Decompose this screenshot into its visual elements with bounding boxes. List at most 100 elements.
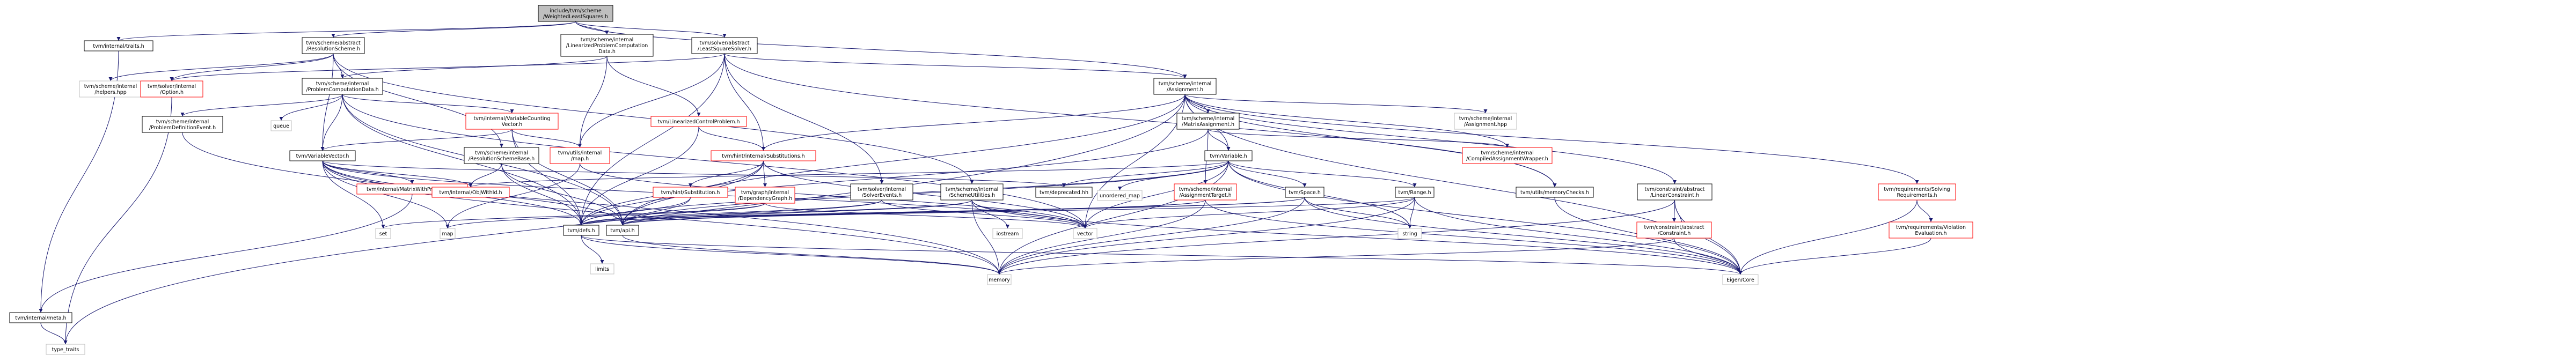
graph-node-label: tvm/Range.h	[1399, 190, 1431, 196]
graph-edge-lsq_solver-to-hint_subs	[724, 53, 765, 151]
graph-node-varvec[interactable]: tvm/VariableVector.h	[289, 150, 356, 161]
graph-edge-abs_res-to-varvec	[320, 53, 334, 151]
graph-edge-pcd-to-queue	[279, 94, 343, 121]
graph-edge-constraint-to-eigen	[1674, 238, 1743, 275]
graph-node-box	[735, 187, 795, 204]
graph-node-label: /ResolutionScheme.h	[306, 46, 360, 52]
graph-node-box	[590, 263, 614, 275]
graph-node-solverevents[interactable]: tvm/solver/internal/SolverEvents.h	[850, 183, 913, 201]
graph-edge-hint_subs-to-depgraph	[763, 160, 767, 188]
graph-edge-variable-to-memory	[997, 160, 1229, 275]
graph-node-set: set	[375, 228, 391, 239]
graph-edge-pcd-to-varvec	[320, 94, 343, 151]
graph-edge-root-to-abs_res	[331, 21, 576, 38]
graph-node-memchecks[interactable]: tvm/utils/memoryChecks.h	[1516, 187, 1594, 198]
graph-node-label: Data.h	[598, 49, 616, 55]
graph-node-abs_res[interactable]: tvm/scheme/abstract/ResolutionScheme.h	[302, 37, 365, 54]
graph-node-assigntarget[interactable]: tvm/scheme/internal/AssignmentTarget.h	[1174, 183, 1237, 201]
graph-edge-root-to-lsq_solver	[575, 21, 727, 38]
graph-edge-matassign-to-defs	[579, 129, 1209, 226]
graph-edge-defs-to-limits	[581, 235, 604, 264]
graph-node-root[interactable]: include/tvm/scheme/WeightedLeastSquares.…	[538, 5, 613, 22]
graph-node-queue: queue	[270, 120, 292, 131]
graph-edge-pcd-to-pde	[180, 94, 343, 117]
graph-node-box	[465, 113, 559, 130]
graph-node-box	[550, 147, 610, 164]
graph-edge-varcount-to-api	[511, 129, 625, 226]
graph-node-pde[interactable]: tvm/scheme/internal/ProblemDefinitionEve…	[142, 116, 223, 133]
graph-node-iostream: iostream	[992, 228, 1023, 239]
graph-node-assignment[interactable]: tvm/scheme/internal/Assignment.h	[1153, 78, 1217, 95]
graph-node-box	[46, 344, 85, 355]
graph-node-box	[850, 183, 913, 201]
graph-node-label: /Assignment.hpp	[1464, 122, 1507, 128]
graph-node-deprecated[interactable]: tvm/deprecated.hh	[1035, 187, 1093, 198]
graph-node-depgraph[interactable]: tvm/graph/internal/DependencyGraph.h	[735, 187, 795, 204]
graph-node-constraint[interactable]: tvm/constraint/abstract/Constraint.h	[1636, 221, 1712, 239]
graph-edge-assigntarget-to-eigen	[1205, 199, 1743, 275]
graph-node-box	[440, 228, 456, 239]
graph-node-hint_subs[interactable]: tvm/hint/internal/Substitutions.h	[711, 150, 816, 161]
graph-node-label: tvm/utils/internal	[558, 150, 602, 156]
graph-node-label: tvm/defs.h	[567, 228, 595, 234]
graph-node-label: tvm/scheme/internal	[1159, 81, 1212, 87]
graph-node-box	[940, 183, 1004, 201]
graph-node-pcd[interactable]: tvm/scheme/internal/ProblemComputationDa…	[302, 78, 383, 95]
graph-node-label: iostream	[997, 231, 1019, 237]
graph-node-box	[563, 225, 599, 236]
graph-node-label: tvm/api.h	[610, 228, 634, 234]
graph-node-box	[1889, 221, 1973, 239]
graph-node-objwithid[interactable]: tvm/internal/ObjWithId.h	[431, 187, 510, 198]
graph-node-box	[987, 274, 1012, 285]
graph-edge-variable-to-objwithid	[469, 160, 1229, 188]
graph-node-schemeutils[interactable]: tvm/scheme/internal/SchemeUtilities.h	[940, 183, 1004, 201]
graph-node-lin_prob[interactable]: tvm/scheme/internal/LinearizedProblemCom…	[560, 34, 654, 57]
graph-edge-abs_res-to-option	[170, 53, 334, 82]
graph-node-label: tvm/scheme/internal	[1179, 187, 1232, 192]
graph-node-label: tvm/scheme/internal	[1459, 116, 1512, 122]
graph-edge-space-to-eigen	[1304, 197, 1743, 275]
graph-node-variable[interactable]: tvm/Variable.h	[1204, 150, 1253, 161]
graph-edge-api-to-memory	[622, 235, 1001, 275]
graph-node-label: /LinearizedProblemComputation	[566, 43, 648, 49]
graph-node-label: tvm/Variable.h	[1210, 153, 1247, 159]
graph-edge-option-to-type_traits	[63, 97, 172, 345]
graph-node-lcp[interactable]: tvm/LinearizedControlProblem.h	[650, 116, 747, 127]
graph-edge-lsq_solver-to-solverevents	[724, 53, 884, 184]
graph-node-label: unordered_map	[1100, 193, 1140, 199]
graph-node-box	[464, 147, 539, 164]
graph-node-type_traits: type_traits	[46, 344, 85, 355]
graph-edge-traits-to-meta	[39, 50, 119, 313]
graph-node-option[interactable]: tvm/solver/internal/Option.h	[140, 80, 203, 98]
graph-node-range[interactable]: tvm/Range.h	[1395, 187, 1435, 198]
graph-node-traits[interactable]: tvm/internal/traits.h	[84, 40, 153, 51]
graph-node-map: map	[440, 228, 456, 239]
graph-edge-variable-to-space	[1228, 160, 1307, 188]
graph-node-label: vector	[1077, 231, 1093, 237]
graph-node-linconstr[interactable]: tvm/constraint/abstract/LinearConstraint…	[1637, 183, 1713, 201]
graph-node-box	[1516, 187, 1594, 198]
graph-node-matassign[interactable]: tvm/scheme/internal/MatrixAssignment.h	[1176, 113, 1240, 130]
graph-node-utils_map[interactable]: tvm/utils/internal/map.h	[550, 147, 610, 164]
graph-node-api[interactable]: tvm/api.h	[606, 225, 639, 236]
graph-node-compiled[interactable]: tvm/scheme/internal/CompiledAssignmentWr…	[1462, 147, 1553, 164]
graph-node-hint_sub[interactable]: tvm/hint/Substitution.h	[653, 187, 728, 198]
nodes-layer: include/tvm/scheme/WeightedLeastSquares.…	[9, 5, 1973, 355]
graph-node-meta[interactable]: tvm/internal/meta.h	[9, 312, 72, 323]
graph-edge-schemeutils-to-vector	[971, 199, 1087, 229]
graph-node-label: /Option.h	[160, 90, 184, 95]
graph-edge-schemeutils-to-api	[620, 199, 972, 226]
graph-node-space[interactable]: tvm/Space.h	[1285, 187, 1324, 198]
graph-node-unordered: unordered_map	[1097, 190, 1143, 201]
graph-node-resbase[interactable]: tvm/scheme/internal/ResolutionSchemeBase…	[464, 147, 539, 164]
graph-node-defs[interactable]: tvm/defs.h	[563, 225, 599, 236]
graph-node-label: tvm/scheme/internal	[475, 150, 528, 156]
graph-edge-defs-to-eigen	[581, 235, 1743, 275]
graph-node-box	[1637, 183, 1713, 201]
graph-node-lsq_solver[interactable]: tvm/solver/abstract/LeastSquareSolver.h	[691, 37, 758, 54]
graph-edge-lin_prob-to-utils_map	[578, 56, 608, 148]
